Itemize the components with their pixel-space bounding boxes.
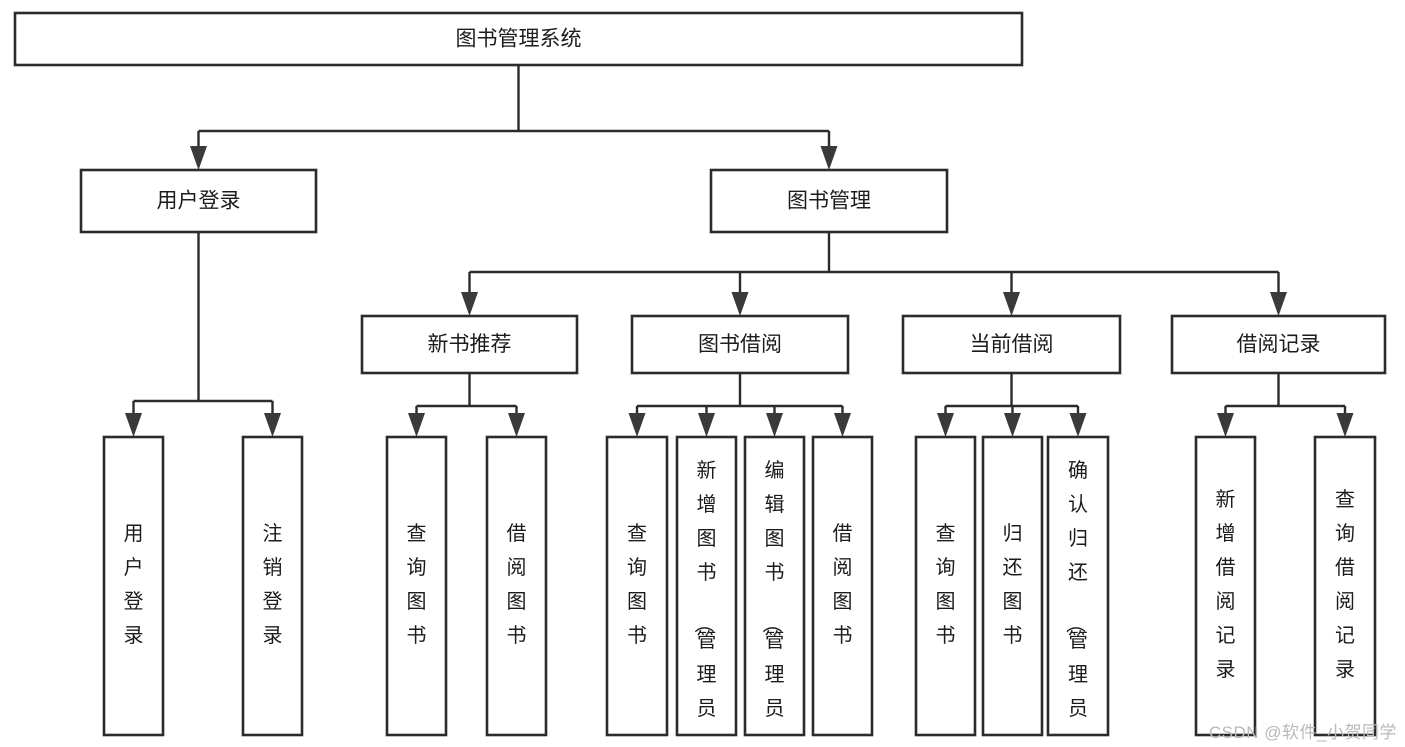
node-leaf-logout[interactable]: 注销登录 bbox=[241, 435, 304, 737]
node-label-leaf-edit-book: 编辑图书（管理员） bbox=[760, 459, 785, 747]
node-box-leaf-borrow-book[interactable] bbox=[811, 435, 874, 737]
node-box-leaf-borrow-book-rec[interactable] bbox=[485, 435, 548, 737]
node-label-borrow-record: 借阅记录 bbox=[1237, 333, 1321, 356]
node-box-user-login[interactable] bbox=[79, 168, 318, 234]
edge-group-new-book-rec bbox=[408, 373, 525, 437]
node-box-new-book-rec[interactable] bbox=[360, 314, 579, 375]
node-leaf-borrow-book-rec[interactable]: 借阅图书 bbox=[485, 435, 548, 737]
node-leaf-query-record[interactable]: 查询借阅记录 bbox=[1313, 435, 1377, 737]
edge-group-book-manage bbox=[461, 232, 1287, 316]
node-box-root[interactable] bbox=[13, 11, 1024, 67]
node-box-leaf-return-book[interactable] bbox=[981, 435, 1044, 737]
edge-group-borrow-record bbox=[1217, 373, 1354, 437]
node-leaf-query-book-current[interactable]: 查询图书 bbox=[914, 435, 977, 737]
node-label-leaf-return-book: 归还图书 bbox=[1003, 522, 1023, 647]
node-label-book-borrow: 图书借阅 bbox=[698, 333, 782, 356]
node-box-leaf-query-record[interactable] bbox=[1313, 435, 1377, 737]
node-root[interactable]: 图书管理系统 bbox=[13, 11, 1024, 67]
watermark-text: CSDN @软件_小贺同学 bbox=[1208, 723, 1397, 742]
node-label-leaf-query-book-rec: 查询图书 bbox=[407, 522, 427, 647]
node-layer: 图书管理系统用户登录图书管理新书推荐图书借阅当前借阅借阅记录用户登录注销登录查询… bbox=[13, 11, 1387, 747]
node-leaf-query-book-rec[interactable]: 查询图书 bbox=[385, 435, 448, 737]
node-label-leaf-query-record: 查询借阅记录 bbox=[1335, 488, 1355, 681]
node-leaf-query-book-borrow[interactable]: 查询图书 bbox=[605, 435, 669, 737]
edge-group-current-borrow bbox=[937, 373, 1087, 437]
node-current-borrow[interactable]: 当前借阅 bbox=[901, 314, 1122, 375]
node-leaf-edit-book[interactable]: 编辑图书（管理员） bbox=[743, 435, 806, 747]
node-box-leaf-edit-book[interactable] bbox=[743, 435, 806, 737]
node-leaf-add-book[interactable]: 新增图书（管理员） bbox=[675, 435, 738, 747]
node-user-login[interactable]: 用户登录 bbox=[79, 168, 318, 234]
node-label-leaf-query-book-borrow: 查询图书 bbox=[627, 522, 647, 647]
node-new-book-rec[interactable]: 新书推荐 bbox=[360, 314, 579, 375]
node-label-leaf-add-book: 新增图书（管理员） bbox=[692, 459, 717, 747]
edge-group-book-borrow bbox=[628, 373, 851, 437]
node-leaf-borrow-book[interactable]: 借阅图书 bbox=[811, 435, 874, 737]
node-box-leaf-query-book-borrow[interactable] bbox=[605, 435, 669, 737]
node-label-new-book-rec: 新书推荐 bbox=[428, 333, 512, 356]
node-leaf-user-login[interactable]: 用户登录 bbox=[102, 435, 165, 737]
node-book-manage[interactable]: 图书管理 bbox=[709, 168, 949, 234]
node-leaf-return-book[interactable]: 归还图书 bbox=[981, 435, 1044, 737]
node-label-current-borrow: 当前借阅 bbox=[970, 333, 1054, 356]
node-box-current-borrow[interactable] bbox=[901, 314, 1122, 375]
node-book-borrow[interactable]: 图书借阅 bbox=[630, 314, 850, 375]
node-leaf-confirm-return[interactable]: 确认归还（管理员） bbox=[1046, 435, 1110, 747]
edge-group-root bbox=[190, 65, 838, 170]
node-label-user-login: 用户登录 bbox=[157, 190, 241, 213]
edge-group-user-login bbox=[125, 232, 281, 437]
node-box-leaf-add-record[interactable] bbox=[1194, 435, 1257, 737]
node-label-leaf-borrow-book: 借阅图书 bbox=[833, 522, 853, 647]
node-label-leaf-user-login: 用户登录 bbox=[124, 523, 144, 647]
node-label-leaf-logout: 注销登录 bbox=[263, 522, 283, 647]
node-box-leaf-query-book-rec[interactable] bbox=[385, 435, 448, 737]
node-leaf-add-record[interactable]: 新增借阅记录 bbox=[1194, 435, 1257, 737]
node-label-leaf-query-book-current: 查询图书 bbox=[936, 522, 956, 647]
node-box-borrow-record[interactable] bbox=[1170, 314, 1387, 375]
node-box-leaf-query-book-current[interactable] bbox=[914, 435, 977, 737]
node-label-leaf-add-record: 新增借阅记录 bbox=[1216, 488, 1236, 681]
node-box-leaf-user-login[interactable] bbox=[102, 435, 165, 737]
node-box-book-borrow[interactable] bbox=[630, 314, 850, 375]
node-box-leaf-logout[interactable] bbox=[241, 435, 304, 737]
node-label-leaf-borrow-book-rec: 借阅图书 bbox=[507, 522, 527, 647]
node-label-book-manage: 图书管理 bbox=[787, 190, 871, 213]
connector-layer bbox=[125, 65, 1354, 437]
node-box-leaf-add-book[interactable] bbox=[675, 435, 738, 737]
node-borrow-record[interactable]: 借阅记录 bbox=[1170, 314, 1387, 375]
node-box-book-manage[interactable] bbox=[709, 168, 949, 234]
node-box-leaf-confirm-return[interactable] bbox=[1046, 435, 1110, 737]
node-label-leaf-confirm-return: 确认归还（管理员） bbox=[1063, 459, 1088, 747]
node-label-root: 图书管理系统 bbox=[456, 28, 582, 51]
